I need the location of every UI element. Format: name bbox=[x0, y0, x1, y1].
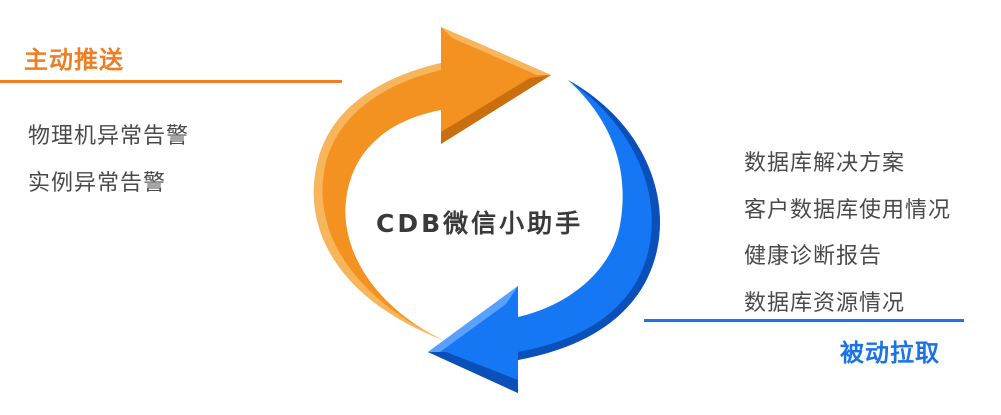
push-underline-divider bbox=[0, 80, 342, 83]
push-list-item-physical-alarm: 物理机异常告警 bbox=[28, 124, 190, 149]
center-title: CDB微信小助手 bbox=[376, 209, 584, 238]
pull-underline-divider bbox=[644, 319, 964, 322]
pull-list-item-health-report: 健康诊断报告 bbox=[744, 244, 883, 269]
pull-list-item-resources: 数据库资源情况 bbox=[744, 291, 906, 316]
pull-list-item-solutions: 数据库解决方案 bbox=[744, 151, 906, 176]
pull-list-item-usage: 客户数据库使用情况 bbox=[744, 198, 952, 223]
pull-cycle-arrow-icon bbox=[428, 80, 660, 393]
push-cycle-arrow-icon bbox=[313, 27, 551, 340]
push-heading: 主动推送 bbox=[24, 46, 124, 74]
push-list-item-instance-alarm: 实例异常告警 bbox=[28, 171, 167, 196]
pull-heading: 被动拉取 bbox=[840, 339, 940, 367]
